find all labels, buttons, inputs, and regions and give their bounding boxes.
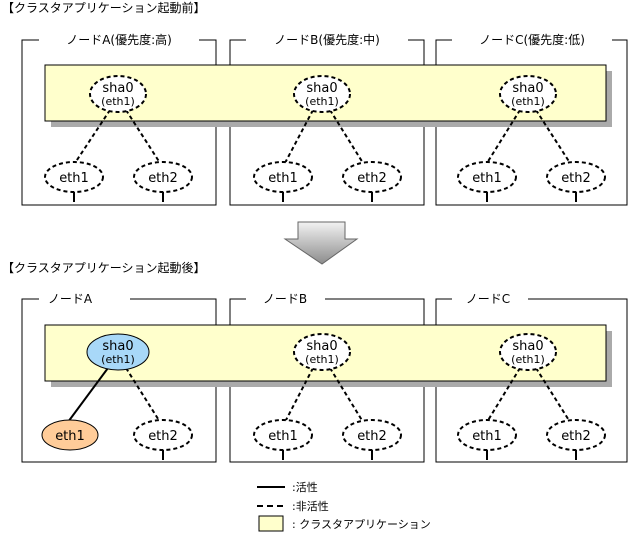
after-link-c-eth1 [486,367,521,423]
legend-inactive-label: :非活性 [292,499,329,513]
after-link-b-eth2 [329,367,364,423]
svg-text:eth2: eth2 [561,429,591,444]
svg-text:eth2: eth2 [357,171,387,186]
before-eth2-b: eth2 [342,161,402,202]
before-eth1-b: eth1 [253,161,313,202]
after-node-frame-b: ノードB [229,292,425,463]
after-node-frame-a: ノードA [21,292,217,463]
before-eth2-a: eth2 [133,161,193,202]
svg-text:eth1: eth1 [59,171,89,186]
legend-cluster-app-swatch [258,515,284,532]
svg-text:eth2: eth2 [561,171,591,186]
svg-text:(eth1): (eth1) [101,353,135,366]
before-node-label-c: ノードC(優先度:低) [479,32,585,47]
svg-text:sha0: sha0 [512,339,543,354]
after-panel: ノードA ノードB ノードC sha0 (eth1) s [21,292,628,463]
after-sha0-b: sha0 (eth1) [293,333,351,371]
before-node-frame-c: ノードC(優先度:低) [435,32,628,206]
after-eth2-b: eth2 [342,419,402,460]
svg-text:(eth1): (eth1) [305,353,339,366]
svg-text:(eth1): (eth1) [511,95,545,108]
svg-text:eth1: eth1 [268,429,298,444]
legend-active-label: :活性 [292,480,318,494]
svg-text:eth1: eth1 [268,171,298,186]
before-link-a-eth2 [125,109,161,164]
svg-text:eth2: eth2 [148,171,178,186]
after-link-a-eth2 [125,367,161,423]
svg-text:eth1: eth1 [55,429,85,444]
after-node-frame-c: ノードC [435,292,628,463]
before-eth2-c: eth2 [546,161,606,202]
svg-text:sha0: sha0 [306,81,337,96]
before-panel: ノードA(優先度:高) ノードB(優先度:中) ノードC(優先度:低) sha0… [21,32,628,206]
before-eth1-c: eth1 [457,161,517,202]
before-link-b-eth1 [284,109,314,164]
after-sha0-a-active: sha0 (eth1) [86,333,150,371]
after-eth1-c: eth1 [457,419,517,460]
after-link-c-eth2 [535,367,571,423]
svg-text:sha0: sha0 [306,339,337,354]
after-node-label-b: ノードB [263,292,307,306]
after-eth2-c: eth2 [546,419,606,460]
before-link-c-eth2 [535,109,571,164]
svg-text:sha0: sha0 [102,81,133,96]
legend: :活性 :非活性 : クラスタアプリケーション [257,480,431,532]
svg-text:(eth1): (eth1) [305,95,339,108]
after-eth1-a-active: eth1 [41,419,99,451]
before-section-title: 【クラスタアプリケーション起動前】 [2,0,206,15]
after-node-label-c: ノードC [466,292,510,306]
svg-text:(eth1): (eth1) [101,95,135,108]
svg-text:sha0: sha0 [512,81,543,96]
after-link-a-eth1-active [67,367,109,423]
after-sha0-c: sha0 (eth1) [499,333,557,371]
before-sha0-b: sha0 (eth1) [293,75,351,113]
svg-text:sha0: sha0 [102,339,133,354]
svg-text:eth1: eth1 [472,429,502,444]
before-node-label-a: ノードA(優先度:高) [66,32,172,47]
before-node-frame-a: ノードA(優先度:高) [21,32,217,206]
legend-cluster-app-label: : クラスタアプリケーション [292,518,431,531]
after-eth1-b: eth1 [253,419,313,460]
svg-text:eth2: eth2 [148,429,178,444]
after-eth2-a: eth2 [133,419,193,460]
before-eth1-a: eth1 [44,161,104,202]
before-link-c-eth1 [486,109,521,164]
transition-arrow-icon [283,221,359,265]
before-node-frame-b: ノードB(優先度:中) [229,32,425,206]
after-node-label-a: ノードA [48,292,93,306]
before-link-a-eth1 [74,109,111,164]
before-sha0-c: sha0 (eth1) [499,75,557,113]
svg-text:eth1: eth1 [472,171,502,186]
after-link-b-eth1 [284,367,314,423]
before-sha0-a: sha0 (eth1) [89,75,147,113]
after-section-title: 【クラスタアプリケーション起動後】 [2,261,206,275]
before-link-b-eth2 [329,109,364,164]
svg-text:(eth1): (eth1) [511,353,545,366]
svg-text:eth2: eth2 [357,429,387,444]
before-node-label-b: ノードB(優先度:中) [274,32,380,47]
